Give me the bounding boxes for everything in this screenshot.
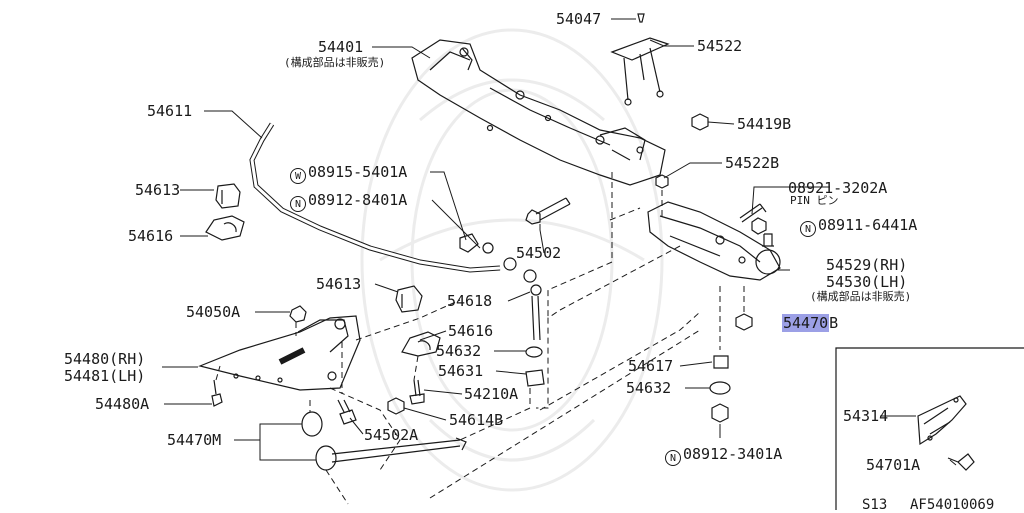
stabilizer-link-54618 xyxy=(523,269,542,341)
bracket-54522 xyxy=(610,13,670,106)
label-54050A[interactable]: 54050A xyxy=(186,303,241,321)
label-54401[interactable]: 54401 xyxy=(318,38,364,56)
label-54502A[interactable]: 54502A xyxy=(364,426,419,444)
label-54613-lower[interactable]: 54613 xyxy=(316,275,362,293)
washer-54632-a xyxy=(525,346,543,358)
bolt-54480A xyxy=(211,379,223,407)
label-54480-rh[interactable]: 54480(RH) xyxy=(64,350,146,368)
label-54502[interactable]: 54502 xyxy=(516,244,562,262)
clamp-54616-upper xyxy=(205,215,245,241)
nut-marker-icon: N xyxy=(665,450,681,466)
washer-marker-icon: W xyxy=(290,168,306,184)
nut-marker-icon: N xyxy=(800,221,816,237)
nut-08911 xyxy=(751,217,767,235)
highlighted-part-number: 54470 xyxy=(782,314,830,332)
label-54314[interactable]: 54314 xyxy=(843,407,889,425)
nut-54419B xyxy=(691,113,709,131)
label-54047[interactable]: 54047 xyxy=(556,10,602,28)
model-code: S13 xyxy=(862,497,888,513)
label-54616-upper[interactable]: 54616 xyxy=(128,227,174,245)
label-54618[interactable]: 54618 xyxy=(447,292,493,310)
inset-frame xyxy=(835,347,1024,510)
label-54470B[interactable]: 54470B xyxy=(782,314,839,332)
label-54617[interactable]: 54617 xyxy=(628,357,674,375)
label-54401-note: (構成部品は非販売) xyxy=(284,56,386,69)
bolt-54502A xyxy=(337,399,357,425)
label-54480A[interactable]: 54480A xyxy=(95,395,150,413)
label-54611[interactable]: 54611 xyxy=(147,102,193,120)
label-54701A[interactable]: 54701A xyxy=(866,456,921,474)
cotter-pin xyxy=(739,203,767,223)
crossmember-54401 xyxy=(411,39,666,186)
nut-54522B xyxy=(655,174,669,189)
label-pin: PIN ピン xyxy=(790,194,839,207)
bushing-54631 xyxy=(525,369,545,387)
label-54210A[interactable]: 54210A xyxy=(464,385,519,403)
label-54419B[interactable]: 54419B xyxy=(737,115,792,133)
washer-54632-b xyxy=(709,381,731,395)
label-54631[interactable]: 54631 xyxy=(438,362,484,380)
label-54481-lh[interactable]: 54481(LH) xyxy=(64,367,146,385)
bushing-54617 xyxy=(713,355,729,369)
bushing-54613-lower xyxy=(395,285,423,313)
diagram-id: AF54010069 xyxy=(910,497,995,513)
label-54632-b[interactable]: 54632 xyxy=(626,379,672,397)
label-54529-rh[interactable]: 54529(RH) xyxy=(826,256,908,274)
label-54632-a[interactable]: 54632 xyxy=(436,342,482,360)
nut-54050A xyxy=(289,305,307,323)
bushing-54613-upper xyxy=(215,183,241,209)
nut-08912-3401 xyxy=(711,403,729,423)
transverse-link-54529 xyxy=(647,201,781,281)
label-54470M[interactable]: 54470M xyxy=(167,431,222,449)
bolt-54502 xyxy=(525,197,571,225)
nut-54470B xyxy=(735,313,753,331)
bracket-54314 xyxy=(917,395,967,446)
bracket-54480 xyxy=(198,315,361,391)
label-54614B[interactable]: 54614B xyxy=(449,411,504,429)
bolt-54210A xyxy=(409,379,425,405)
label-54522[interactable]: 54522 xyxy=(697,37,743,55)
label-54613-upper[interactable]: 54613 xyxy=(135,181,181,199)
label-54530-lh[interactable]: 54530(LH) xyxy=(826,273,908,291)
nut-marker-icon: N xyxy=(290,196,306,212)
label-54530-note: (構成部品は非販売) xyxy=(810,290,912,303)
bolt-54701A xyxy=(947,453,975,471)
label-54616-lower[interactable]: 54616 xyxy=(448,322,494,340)
label-54522B[interactable]: 54522B xyxy=(725,154,780,172)
label-08921-3202A[interactable]: 08921-3202A xyxy=(788,179,888,197)
nut-54614B xyxy=(387,397,405,415)
